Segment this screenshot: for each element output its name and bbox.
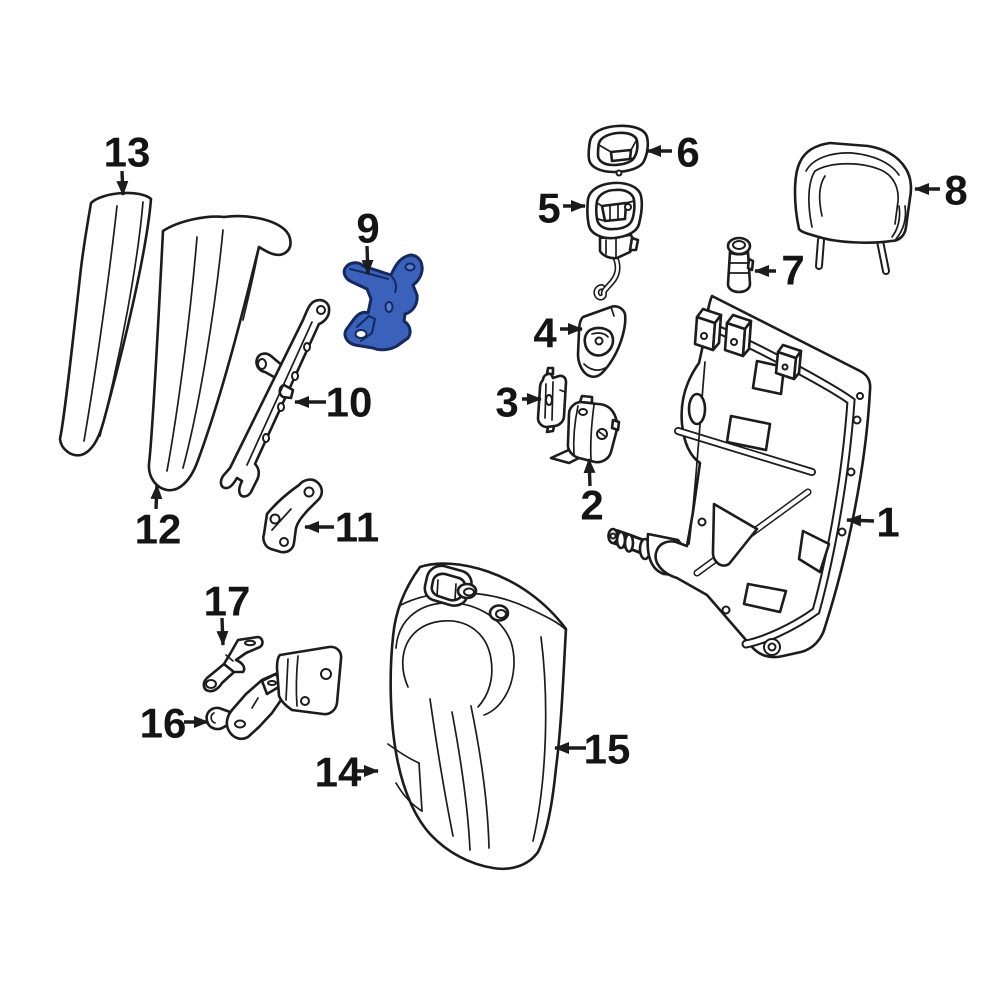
part-14-lower-panel-lines bbox=[387, 743, 423, 812]
part-number-label-11: 11 bbox=[335, 504, 379, 551]
part-7-guide-sleeve bbox=[726, 236, 755, 294]
part-9-highlighted-lever-bracket bbox=[342, 253, 424, 352]
callout-10: 10 bbox=[294, 379, 373, 426]
part-number-label-15: 15 bbox=[584, 726, 631, 773]
callout-14: 14 bbox=[315, 749, 379, 796]
part-number-label-3: 3 bbox=[495, 379, 518, 426]
leader-arrow-12 bbox=[150, 484, 163, 510]
callout-2: 2 bbox=[580, 458, 604, 529]
callout-11: 11 bbox=[304, 504, 379, 551]
part-15-seatback-cushion bbox=[387, 562, 568, 871]
leader-arrow-9 bbox=[361, 245, 374, 275]
callout-6: 6 bbox=[646, 129, 700, 176]
part-6-bezel-ring bbox=[587, 124, 650, 177]
part-10-rail-bracket bbox=[219, 298, 331, 498]
part-number-label-7: 7 bbox=[781, 247, 804, 294]
part-number-label-8: 8 bbox=[944, 167, 967, 214]
callout-8: 8 bbox=[914, 167, 968, 214]
part-8-headrest bbox=[793, 141, 913, 275]
part-17-pivot-bracket bbox=[202, 635, 264, 693]
part-5-latch-with-rod bbox=[586, 181, 644, 301]
callout-7: 7 bbox=[754, 247, 805, 294]
part-number-label-16: 16 bbox=[140, 700, 187, 747]
part-number-label-17: 17 bbox=[204, 578, 251, 625]
callout-13: 13 bbox=[104, 129, 151, 196]
part-11-hinge-bracket bbox=[262, 478, 324, 554]
part-3-striker-piece bbox=[536, 366, 568, 434]
part-number-label-1: 1 bbox=[876, 499, 899, 546]
callout-1: 1 bbox=[846, 499, 900, 546]
part-number-label-12: 12 bbox=[135, 506, 182, 553]
part-1-seatback-frame bbox=[607, 294, 872, 659]
part-12-trim-strip bbox=[147, 214, 292, 492]
callout-17: 17 bbox=[204, 578, 251, 646]
leader-arrow-2 bbox=[583, 458, 596, 487]
part-4-guide-bracket bbox=[576, 305, 627, 379]
callout-4: 4 bbox=[533, 310, 583, 357]
part-2-lock-actuator bbox=[549, 394, 621, 465]
callout-9: 9 bbox=[356, 205, 380, 275]
leader-arrow-17 bbox=[216, 617, 229, 646]
part-number-label-6: 6 bbox=[676, 129, 699, 176]
part-number-label-4: 4 bbox=[533, 310, 557, 357]
callout-5: 5 bbox=[537, 185, 586, 232]
callout-12: 12 bbox=[135, 484, 182, 553]
part-16-support-bracket bbox=[205, 645, 343, 741]
part-number-label-9: 9 bbox=[356, 205, 379, 252]
callout-3: 3 bbox=[495, 379, 542, 426]
callout-16: 16 bbox=[140, 700, 209, 747]
leader-arrow-13 bbox=[116, 170, 129, 196]
part-number-label-2: 2 bbox=[580, 482, 603, 529]
callout-15: 15 bbox=[554, 726, 631, 773]
part-number-label-13: 13 bbox=[104, 129, 151, 176]
part-number-label-10: 10 bbox=[326, 379, 373, 426]
part-number-label-14: 14 bbox=[315, 749, 362, 796]
part-13-trim-strip bbox=[58, 191, 153, 457]
leader-arrow-1 bbox=[846, 514, 875, 527]
part-number-label-5: 5 bbox=[537, 185, 560, 232]
